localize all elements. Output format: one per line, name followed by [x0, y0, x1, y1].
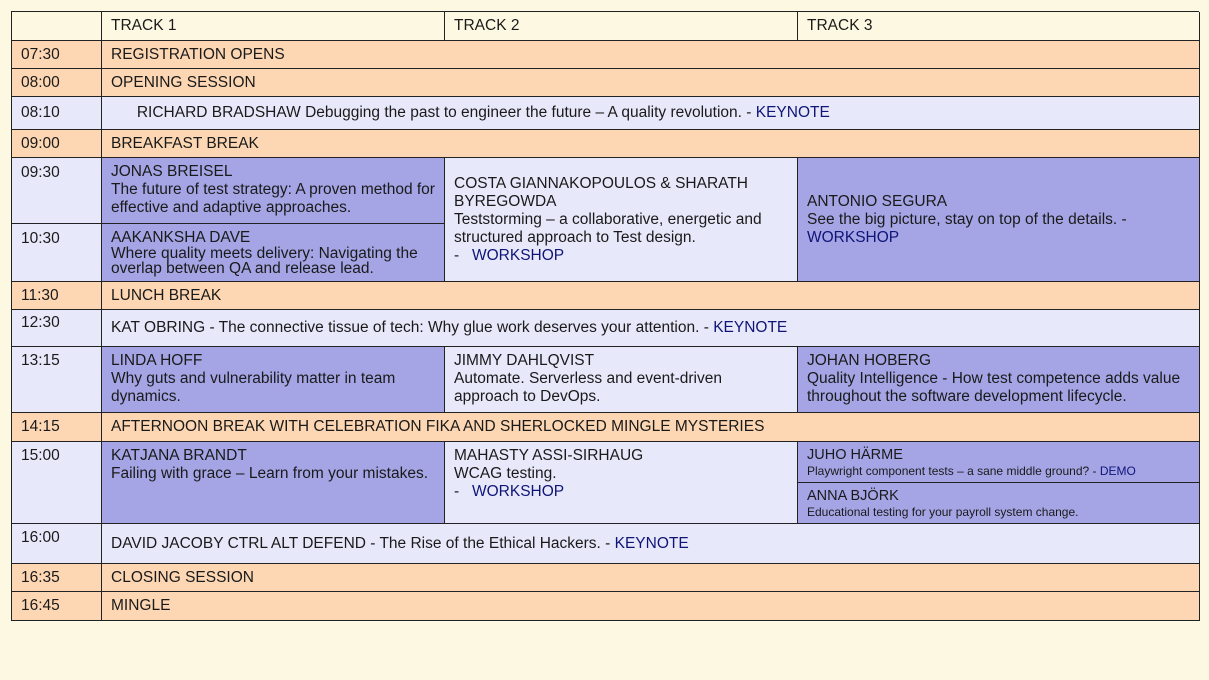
talk-title: CTRL ALT DEFEND - The Rise of the Ethica… [223, 534, 615, 552]
talk-title: WCAG testing. [454, 465, 557, 482]
session-tag: KEYNOTE [713, 319, 788, 336]
session-tag: WORKSHOP [472, 246, 565, 264]
speaker-name: DAVID JACOBY [111, 534, 224, 552]
talk-title: Failing with grace – Learn from your mis… [111, 465, 429, 482]
talk-title: Automate. Serverless and event-driven ap… [454, 370, 722, 405]
speaker-name: MAHASTY ASSI-SIRHAUG [454, 447, 644, 464]
talk-title: The future of test strategy: A proven me… [111, 181, 435, 216]
keynote-session: KAT OBRING - The connective tissue of te… [102, 310, 1200, 347]
time-cell: 12:30 [12, 310, 102, 347]
session-cell: JOHAN HOBERG Quality Intelligence - How … [798, 347, 1200, 413]
session-tag: KEYNOTE [614, 534, 689, 552]
break-row-title: CLOSING SESSION [102, 564, 1200, 592]
time-cell: 15:00 [12, 442, 102, 524]
speaker-name: AAKANKSHA DAVE [111, 229, 251, 246]
time-cell: 13:15 [12, 347, 102, 413]
time-cell: 16:45 [12, 592, 102, 621]
header-track-3: TRACK 3 [798, 12, 1200, 41]
session-cell: JUHO HÄRME Playwright component tests – … [798, 442, 1200, 483]
talk-title: Educational testing for your payroll sys… [807, 505, 1079, 519]
time-cell: 14:15 [12, 413, 102, 442]
time-cell: 16:00 [12, 524, 102, 564]
break-row-title: MINGLE [102, 592, 1200, 621]
dash: - [454, 483, 460, 500]
speaker-name: LINDA HOFF [111, 352, 203, 369]
session-tag: WORKSHOP [472, 483, 565, 500]
speaker-name: ANTONIO SEGURA [807, 192, 948, 210]
time-cell: 09:00 [12, 130, 102, 158]
speaker-name: JUHO HÄRME [807, 447, 903, 463]
speaker-name: KAT OBRING [111, 319, 206, 336]
session-tag: WORKSHOP [807, 228, 900, 246]
dash: - [454, 246, 460, 264]
time-cell: 07:30 [12, 41, 102, 69]
talk-title: - The connective tissue of tech: Why glu… [205, 319, 714, 336]
session-tag: DEMO [1099, 464, 1136, 478]
break-row-title: REGISTRATION OPENS [102, 41, 1200, 69]
time-cell: 08:00 [12, 69, 102, 97]
talk-title: Quality Intelligence - How test competen… [807, 370, 1181, 405]
speaker-name: RICHARD BRADSHAW [136, 104, 301, 121]
header-track-1: TRACK 1 [102, 12, 445, 41]
break-row-title: LUNCH BREAK [102, 282, 1200, 310]
speaker-name: ANNA BJÖRK [807, 488, 899, 504]
break-row-title: AFTERNOON BREAK WITH CELEBRATION FIKA AN… [102, 413, 1200, 442]
speaker-name: COSTA GIANNAKOPOULOS & SHARATH BYREGOWDA [454, 174, 748, 210]
speaker-name: KATJANA BRANDT [111, 447, 247, 464]
header-track-2: TRACK 2 [445, 12, 798, 41]
session-cell: AAKANKSHA DAVE Where quality meets deliv… [102, 224, 445, 282]
session-cell: ANNA BJÖRK Educational testing for your … [798, 483, 1200, 524]
break-row-title: BREAKFAST BREAK [102, 130, 1200, 158]
speaker-name: JONAS BREISEL [111, 163, 233, 180]
time-cell: 10:30 [12, 224, 102, 282]
session-cell: JONAS BREISEL The future of test strateg… [102, 158, 445, 224]
header-time-cell [12, 12, 102, 41]
session-cell: LINDA HOFF Why guts and vulnerability ma… [102, 347, 445, 413]
time-cell: 08:10 [12, 97, 102, 130]
session-cell: ANTONIO SEGURA See the big picture, stay… [798, 158, 1200, 282]
time-cell: 11:30 [12, 282, 102, 310]
speaker-name: JOHAN HOBERG [807, 352, 932, 369]
session-cell: COSTA GIANNAKOPOULOS & SHARATH BYREGOWDA… [445, 158, 798, 282]
talk-title: Teststorming – a collaborative, energeti… [454, 210, 762, 246]
talk-title: Why guts and vulnerability matter in tea… [111, 370, 396, 405]
session-cell: KATJANA BRANDT Failing with grace – Lear… [102, 442, 445, 524]
break-row-title: OPENING SESSION [102, 69, 1200, 97]
session-cell: MAHASTY ASSI-SIRHAUG WCAG testing. -WORK… [445, 442, 798, 524]
session-tag: KEYNOTE [755, 104, 830, 121]
session-cell: JIMMY DAHLQVIST Automate. Serverless and… [445, 347, 798, 413]
time-cell: 09:30 [12, 158, 102, 224]
keynote-session: DAVID JACOBY CTRL ALT DEFEND - The Rise … [102, 524, 1200, 564]
schedule-table: TRACK 1 TRACK 2 TRACK 3 07:30 REGISTRATI… [11, 11, 1200, 621]
time-cell: 16:35 [12, 564, 102, 592]
keynote-session: RICHARD BRADSHAW Debugging the past to e… [102, 97, 1200, 130]
talk-title: Debugging the past to engineer the futur… [300, 104, 756, 121]
talk-title: Playwright component tests – a sane midd… [807, 464, 1100, 478]
talk-title: Where quality meets delivery: Navigating… [111, 245, 418, 277]
talk-title: See the big picture, stay on top of the … [807, 210, 1127, 228]
speaker-name: JIMMY DAHLQVIST [454, 352, 595, 369]
